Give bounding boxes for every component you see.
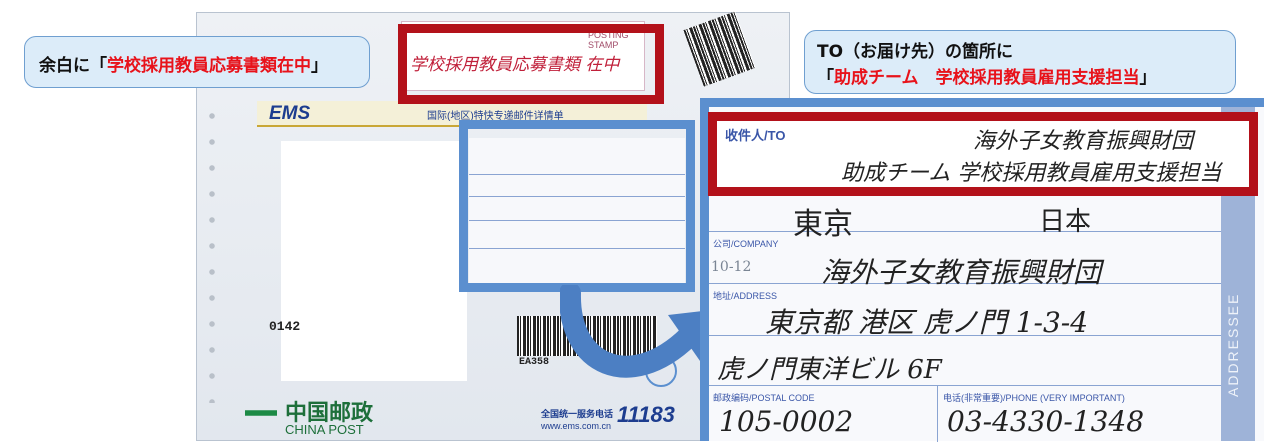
phone-label: 电话(非常重要)/PHONE (VERY IMPORTANT)	[943, 393, 1125, 403]
stamp-fragment: 10-12	[711, 259, 752, 275]
recipient-label: 收件人/TO	[725, 128, 786, 143]
callout-right-line1: TO（お届け先）の箇所に	[817, 42, 1014, 62]
callout-left-prefix: 余白に「	[39, 56, 107, 76]
address-line1: 東京都 港区 虎ノ門 1-3-4	[765, 306, 1089, 339]
callout-left-highlight: 学校採用教員応募書類在中	[107, 56, 311, 76]
callout-left-suffix: 」	[311, 56, 328, 76]
company-value: 海外子女教育振興財団	[821, 256, 1102, 289]
address-line2: 虎ノ門東洋ビル 6F	[717, 355, 942, 385]
hotline-label: 全国统一服务电话	[541, 409, 614, 419]
phone-value: 03-4330-1348	[947, 405, 1145, 438]
number-fragment: 0142	[269, 319, 301, 334]
callout-margin-note: 余白に「学校採用教員応募書類在中」	[24, 36, 370, 88]
small-address-form	[469, 138, 685, 286]
addressee-side-label: ADDRESSEE	[1225, 292, 1241, 397]
hotline-number: 11183	[617, 402, 675, 427]
callout-right-highlight: 助成チーム 学校採用教員雇用支援担当	[834, 68, 1140, 88]
postal-value: 105-0002	[719, 405, 854, 438]
city-value: 東京	[793, 207, 853, 242]
address-label: 地址/ADDRESS	[713, 291, 778, 301]
top-barcode	[683, 11, 756, 87]
company-label: 公司/COMPANY	[713, 239, 779, 249]
posting-stamp-label: POSTING STAMP	[588, 30, 629, 50]
callout-recipient-note: TO（お届け先）の箇所に 「助成チーム 学校採用教員雇用支援担当」	[804, 30, 1236, 94]
margin-highlight-frame	[398, 24, 664, 104]
brand-cn: 中国邮政	[285, 401, 374, 426]
small-address-highlight-frame	[459, 120, 695, 292]
hotline-url: www.ems.com.cn	[541, 421, 612, 431]
country-value: 日本	[1039, 207, 1092, 237]
margin-handwriting: 学校採用教員応募書類 在中	[410, 55, 620, 75]
form-title: 国际(地区)特快专递邮件详情单	[427, 111, 564, 122]
brand-en: CHINA POST	[285, 422, 364, 437]
ems-logo: EMS	[269, 103, 311, 124]
recipient-highlight-frame: 收件人/TO 海外子女教育振興財団 助成チーム 学校採用教員雇用支援担当	[708, 112, 1258, 196]
blank-sender-area	[281, 141, 467, 381]
recipient-line2: 助成チーム 学校採用教員雇用支援担当	[841, 161, 1222, 186]
barcode-text: EA358	[519, 357, 550, 368]
postal-label: 邮政编码/POSTAL CODE	[713, 393, 815, 403]
china-post-logo-icon	[245, 410, 277, 416]
recipient-line1: 海外子女教育振興財団	[973, 129, 1194, 154]
callout-right-line2: 「助成チーム 学校採用教員雇用支援担当」	[817, 68, 1157, 88]
perforation-strip	[205, 103, 223, 403]
